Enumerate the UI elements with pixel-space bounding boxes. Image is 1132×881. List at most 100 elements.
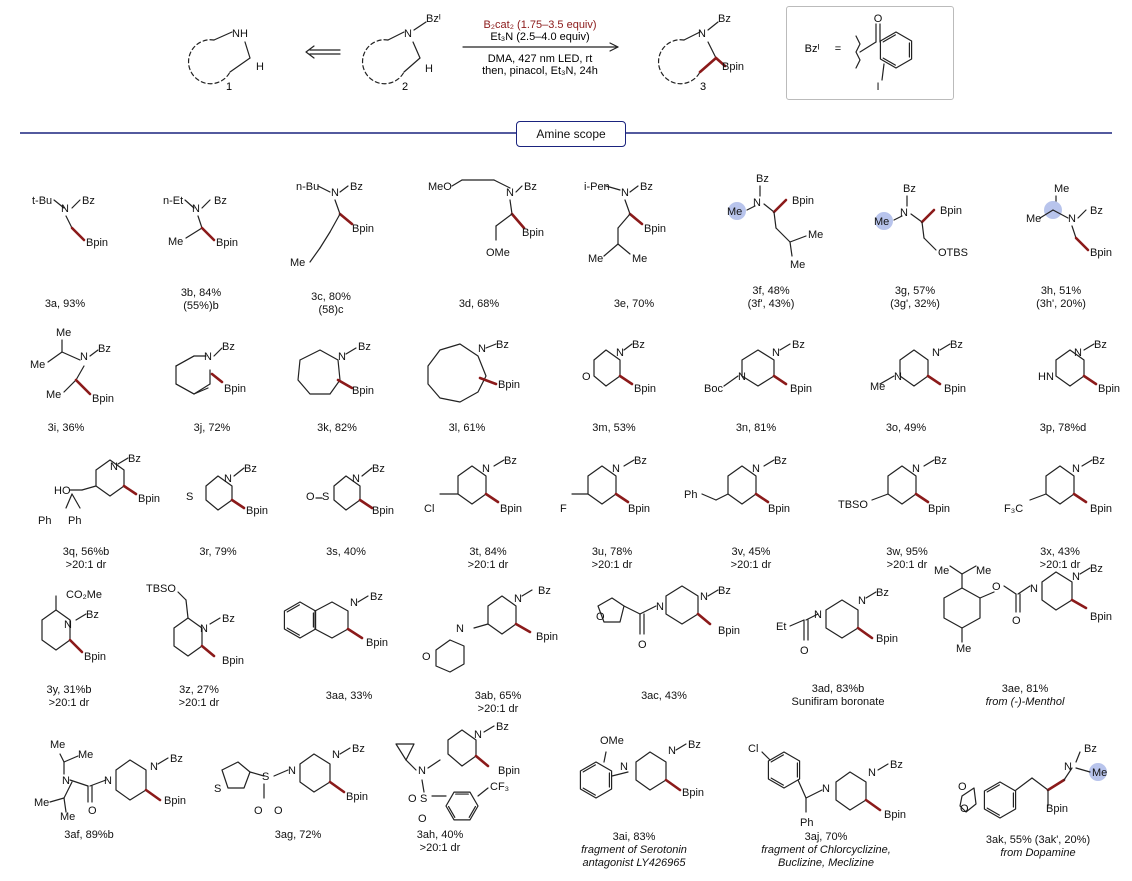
atom-label: OTBS <box>938 247 968 259</box>
bond <box>611 771 629 777</box>
atom-label: Bpin <box>366 637 388 649</box>
atom-label: Bpin <box>1090 503 1112 515</box>
atom-label: O <box>88 805 97 817</box>
bond <box>299 753 331 793</box>
atom-label: Me <box>956 643 971 655</box>
atom-label: Bz <box>1084 743 1097 755</box>
bond <box>286 627 300 636</box>
atom-label: Bz <box>1090 563 1103 575</box>
bond <box>81 485 97 491</box>
atom-label: N <box>932 347 940 359</box>
bond <box>413 21 427 31</box>
stereo-bond <box>1082 374 1098 386</box>
stereo-bond <box>920 208 936 224</box>
atom-label: Me <box>1092 767 1107 779</box>
bond <box>334 199 341 215</box>
stereo-bond <box>328 780 346 794</box>
atom-label: Bzᴵ <box>426 13 441 25</box>
atom-label: N <box>474 729 482 741</box>
stereo-bond <box>664 778 682 792</box>
atom-label: O <box>274 805 283 817</box>
bond <box>473 623 489 629</box>
atom-label: H <box>425 63 433 75</box>
atom-label: N <box>418 765 426 777</box>
atom-label: Bz <box>222 613 235 625</box>
bond <box>1029 493 1047 501</box>
bond <box>582 787 596 796</box>
bond <box>468 805 477 818</box>
compound-caption-3ah-line1: 3ah, 40% <box>416 829 464 841</box>
atom-label: Bz <box>876 587 889 599</box>
bond <box>71 493 81 509</box>
stereo-bond <box>358 498 374 510</box>
stereo-bond <box>336 378 354 390</box>
reagent-1: B₂cat₂ (1.75–3.5 equiv) <box>483 19 596 31</box>
stereo-bond <box>1046 778 1066 792</box>
atom-label: Bpin <box>352 223 374 235</box>
bond <box>855 35 861 69</box>
bond <box>63 755 79 763</box>
bz-def-lhs: Bzᴵ <box>805 43 820 55</box>
atom-label: Bz <box>640 181 653 193</box>
compound-caption-3aa-line1: 3aa, 33% <box>325 690 373 702</box>
bond <box>447 729 477 767</box>
bond <box>314 601 349 639</box>
compound-caption-3r-line1: 3r, 79% <box>199 546 237 558</box>
compound-caption-3af-line1: 3af, 89%b <box>64 829 114 841</box>
bond <box>921 221 925 239</box>
stereo-bond <box>628 212 644 226</box>
stereo-bond <box>864 798 882 812</box>
atom-label: O <box>254 805 263 817</box>
atom-label: TBSO <box>838 499 868 511</box>
atom-label: Me <box>60 811 75 823</box>
bond <box>949 565 963 575</box>
atom-label: Bz <box>496 721 509 733</box>
bond <box>767 751 801 789</box>
atom-label: Bpin <box>928 503 950 515</box>
atom-label: Bpin <box>246 505 268 517</box>
atom-label: N <box>656 601 664 613</box>
atom-label: Bz <box>98 343 111 355</box>
atom-label: Bpin <box>92 393 114 405</box>
bond <box>877 763 889 771</box>
bond <box>675 743 687 751</box>
atom-label: Me <box>1054 183 1069 195</box>
atom-label: N <box>1072 571 1080 583</box>
atom-label: Bz <box>774 455 787 467</box>
condition-2: then, pinacol, Et₃N, 24h <box>482 65 598 77</box>
atom-label: CF₃ <box>490 781 509 793</box>
atom-label: n-Bu <box>296 181 319 193</box>
stereo-bond <box>926 374 942 386</box>
atom-label: Et <box>776 621 786 633</box>
bond <box>197 215 203 229</box>
atom-label: Bz <box>792 339 805 351</box>
atom-label: N <box>753 197 761 209</box>
bond <box>910 213 923 223</box>
atom-label: Bpin <box>522 227 544 239</box>
atom-label: Bpin <box>346 791 368 803</box>
compound-caption-3v-line2: >20:1 dr <box>730 559 772 571</box>
atom-label: F <box>560 503 567 515</box>
bond <box>177 591 187 601</box>
bond <box>213 347 223 357</box>
bond <box>882 57 896 66</box>
atom-label: Bz <box>718 13 731 25</box>
bond <box>835 771 867 811</box>
atom-label: N <box>752 463 760 475</box>
atom-label: Ph <box>800 817 813 829</box>
atom-label: S <box>262 771 269 783</box>
bond <box>1081 459 1093 467</box>
atom-label: Me <box>976 565 991 577</box>
bond <box>229 57 251 73</box>
compound-caption-3ai-line2: fragment of Serotonin <box>581 844 687 856</box>
bond <box>805 613 819 621</box>
bond <box>395 743 415 761</box>
atom-label: N <box>1072 463 1080 475</box>
bond <box>701 493 717 501</box>
bond <box>175 355 195 367</box>
compound-caption-3w-line1: 3w, 95% <box>886 546 928 558</box>
atom-label: N <box>700 591 708 603</box>
atom-label: O <box>1012 615 1021 627</box>
atom-label: Bpin <box>940 205 962 217</box>
stereo-bond <box>200 644 216 658</box>
